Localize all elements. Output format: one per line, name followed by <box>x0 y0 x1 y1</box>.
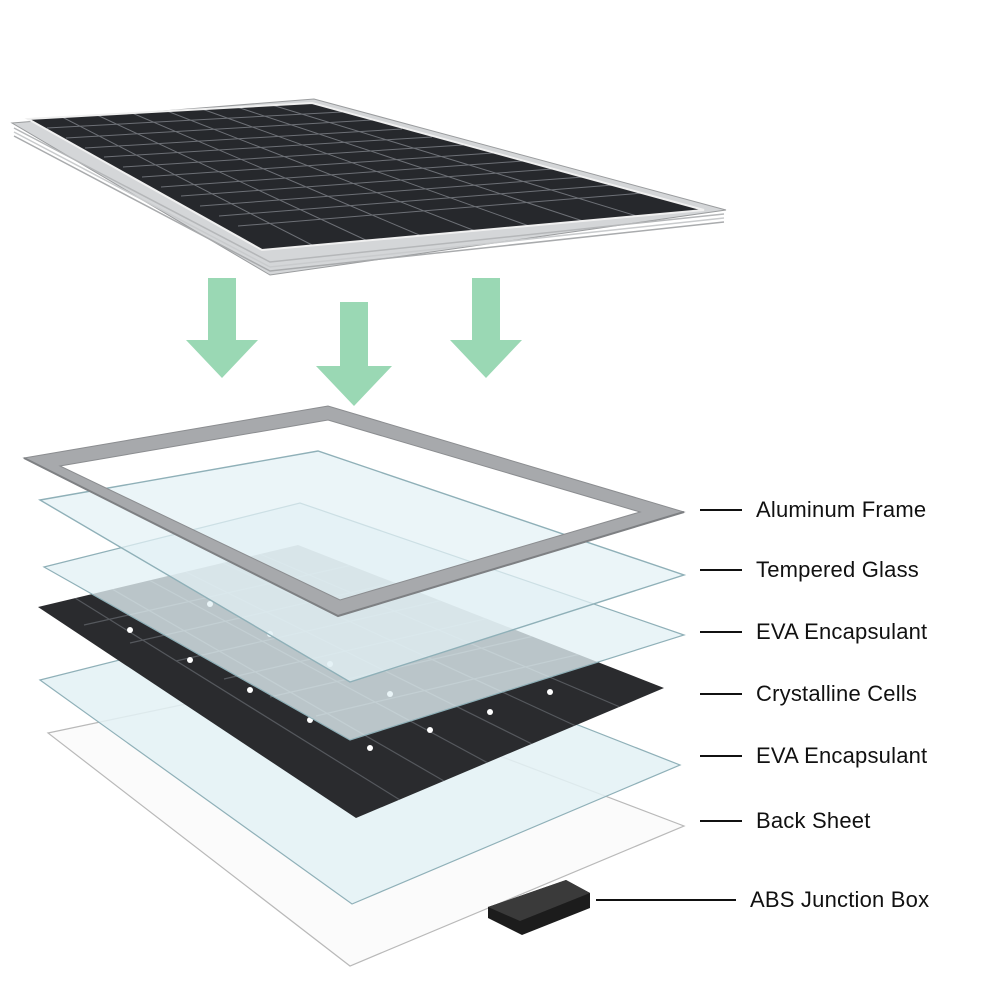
down-arrow-icon <box>186 278 258 378</box>
junction-box-icon <box>488 880 590 935</box>
aluminum-frame-layer <box>22 405 686 618</box>
solar-panel-icon <box>10 98 727 276</box>
tempered-glass-layer <box>38 450 687 683</box>
down-arrow-icon <box>450 278 522 378</box>
down-arrow-icon <box>316 302 392 406</box>
